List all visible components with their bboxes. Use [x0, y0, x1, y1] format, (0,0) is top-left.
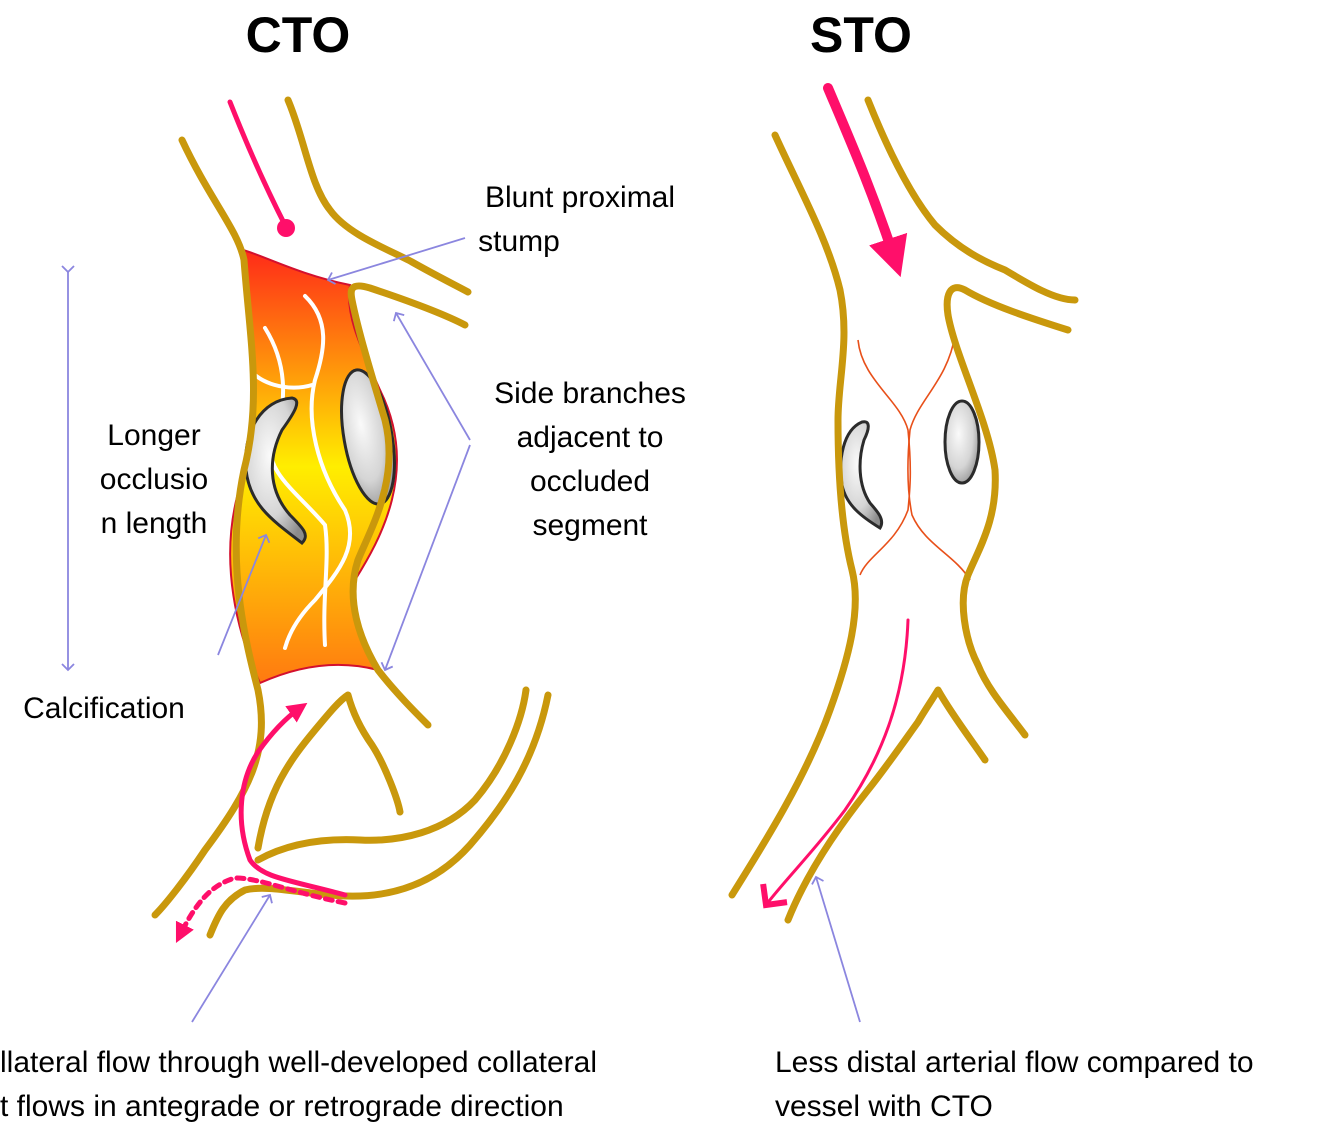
cto-collateral-loop-wall	[258, 690, 526, 860]
sto-vessel-right-mid-wall	[947, 288, 1068, 735]
sto-vessel-right-upper-wall	[868, 100, 1075, 300]
label-distal-line2: vessel with CTO	[775, 1090, 993, 1122]
pointer-stump	[328, 238, 465, 280]
sto-calcification-oval	[945, 401, 979, 483]
pointer-branch-upper	[396, 313, 470, 440]
label-stump-line2: stump	[478, 225, 560, 258]
label-collateral-line1: llateral flow through well-developed col…	[0, 1046, 597, 1079]
cto-retrograde-flow-arrow	[241, 708, 345, 895]
pointer-branch-lower	[385, 445, 470, 670]
pointer-collateral	[192, 895, 270, 1022]
cto-panel: CTO Blunt proximal stump S	[0, 7, 686, 1122]
sto-vessel-left-wall	[732, 135, 855, 895]
cto-vessel-right-upper-wall	[288, 100, 468, 292]
sto-distal-branch-inner-wall	[788, 690, 985, 920]
sto-calcification-crescent	[841, 422, 882, 528]
label-length-line1: Longer	[107, 419, 200, 452]
label-branches-line4: segment	[532, 509, 648, 542]
sto-title: STO	[810, 7, 912, 63]
label-stump-line1: Blunt proximal	[485, 181, 675, 214]
cto-title: CTO	[246, 7, 351, 63]
label-branches-line2: adjacent to	[517, 421, 664, 454]
label-calcification: Calcification	[23, 692, 185, 725]
label-branches-line3: occluded	[530, 465, 650, 498]
pointer-distal-flow	[816, 877, 860, 1022]
cto-collateral-outer-wall	[258, 695, 400, 848]
cto-proximal-flow-arrow	[230, 102, 285, 225]
cto-flow-blunt-end	[277, 219, 295, 237]
label-length-line3: n length	[101, 507, 208, 540]
label-length-line2: occlusio	[100, 463, 208, 496]
sto-panel: STO Less distal arterial flow compared t…	[732, 7, 1254, 1122]
label-distal-line1: Less distal arterial flow compared to	[775, 1046, 1254, 1079]
label-branches-line1: Side branches	[494, 377, 686, 410]
sto-thin-lesion-left	[858, 340, 910, 575]
label-collateral-line2: t flows in antegrade or retrograde direc…	[0, 1090, 564, 1122]
sto-proximal-flow-arrow	[828, 88, 895, 260]
